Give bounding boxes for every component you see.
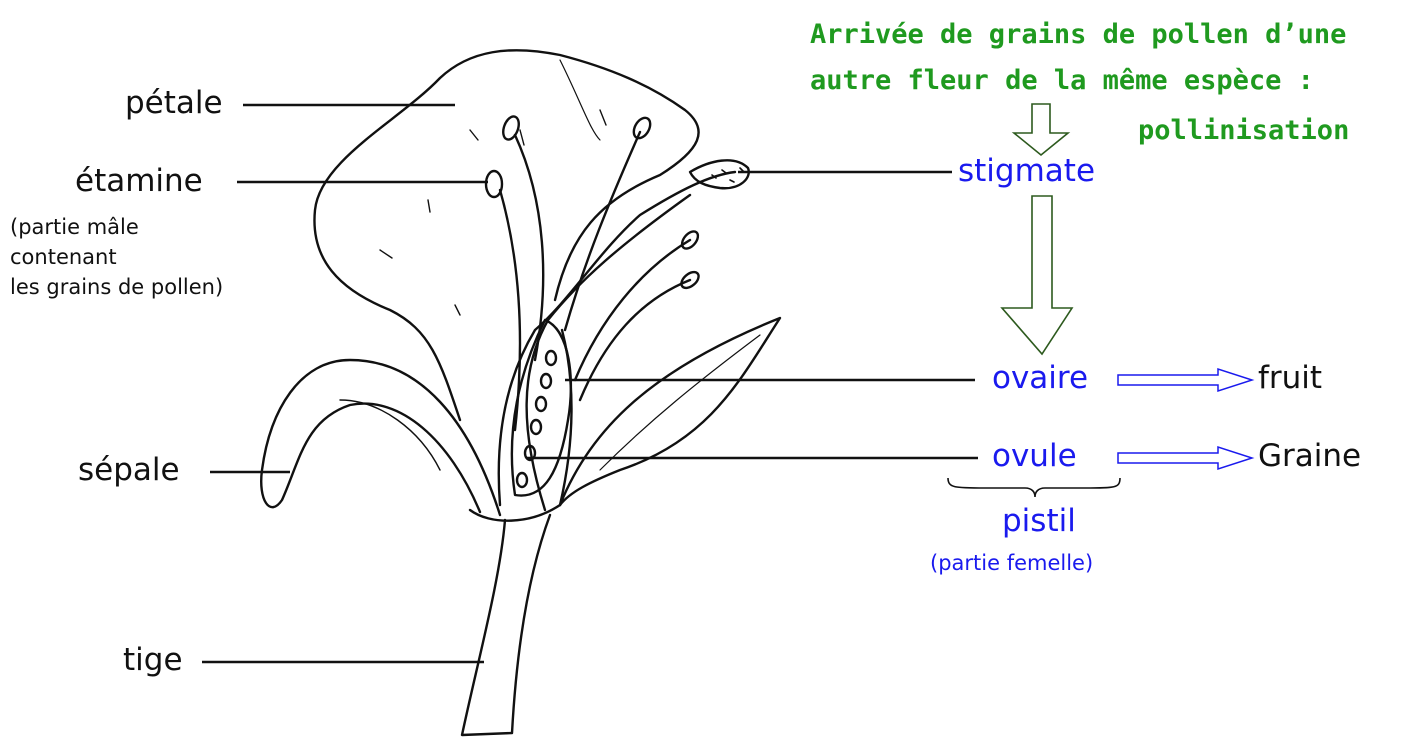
pistil-brace — [948, 478, 1120, 497]
pollen-arrow — [1014, 104, 1068, 155]
ovule-6 — [517, 473, 527, 487]
anther-3 — [630, 115, 653, 141]
stamen-1 — [500, 190, 520, 430]
ovule-2 — [541, 374, 551, 388]
label-fruit: fruit — [1258, 363, 1322, 394]
sepal-left — [261, 360, 500, 515]
ovule-4 — [531, 420, 541, 434]
pollination-note-line-1: Arrivée de grains de pollen d’une — [810, 18, 1346, 52]
anther-2 — [500, 114, 521, 141]
receptacle — [470, 505, 560, 521]
leader-lines — [202, 105, 978, 662]
pollination-note-line-2: autre fleur de la même espèce : — [810, 64, 1314, 98]
label-petale: pétale — [125, 88, 223, 119]
label-sepale: sépale — [78, 455, 180, 486]
etamine-note-line-3: les grains de pollen) — [10, 272, 223, 302]
stamen-3 — [565, 132, 640, 330]
label-tige: tige — [123, 645, 183, 676]
stamen-5 — [580, 280, 690, 400]
label-etamine: étamine — [75, 166, 203, 197]
stem — [462, 515, 550, 735]
ovule-1 — [546, 351, 556, 365]
anther-1 — [486, 171, 502, 197]
ovule-to-graine-arrow — [1118, 447, 1252, 469]
label-stigmate: stigmate — [958, 156, 1095, 187]
etamine-note-line-2: contenant — [10, 242, 117, 272]
sepal-right — [560, 318, 780, 505]
label-pistil: pistil — [1002, 506, 1076, 537]
label-ovule: ovule — [992, 441, 1077, 472]
ovule-3 — [536, 397, 546, 411]
label-graine: Graine — [1258, 441, 1361, 472]
pollination-note-line-3: pollinisation — [1138, 114, 1349, 148]
ovaire-to-fruit-arrow — [1118, 369, 1252, 391]
etamine-note-line-1: (partie mâle — [10, 212, 139, 242]
stamen-4 — [575, 240, 690, 380]
label-pistil-note: (partie femelle) — [930, 553, 1093, 574]
stigma-to-ovary-arrow — [1002, 196, 1072, 354]
label-ovaire: ovaire — [992, 363, 1088, 394]
